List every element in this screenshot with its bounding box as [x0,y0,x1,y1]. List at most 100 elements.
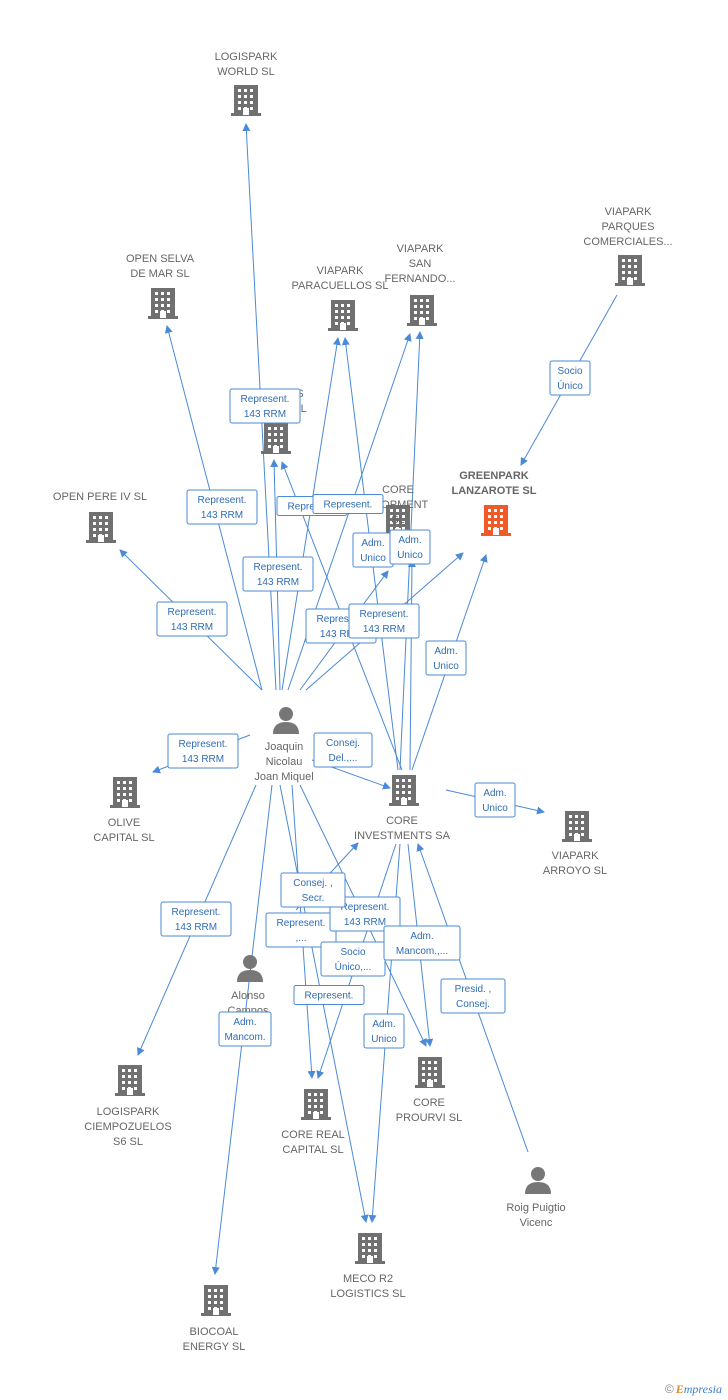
meco-building-icon[interactable] [355,1233,385,1264]
edge-label-text: Consej. , [293,878,332,889]
edge-label-text: 143 RRM [363,624,405,635]
edge-label-text: 143 RRM [320,629,362,640]
joaquin-person-icon[interactable] [273,707,299,734]
edge-label-joaquin-to-logispark_world[interactable]: Represent.143 RRM [229,388,301,424]
edge-label-joaquin-to-open_pere[interactable]: Represent. 143 RRM [156,601,228,637]
logo-text: mpresia [683,1382,722,1396]
edge-label-alonso-to-biocoal[interactable]: Adm. Mancom. [218,1011,272,1047]
node-label-joaquin: Joan Miquel [254,771,313,783]
node-label-greenpark: LANZAROTE SL [452,485,537,497]
edge-label-core_investments-to-viapark_sanfernando[interactable]: Adm.Unico [352,532,394,568]
node-label-core-development: CORE [382,484,414,496]
node-label-viapark-parques: COMERCIALES... [583,236,672,248]
roig-person-icon[interactable] [525,1167,551,1194]
edge-label-joaquin-to-viapark_paracuellos[interactable]: Represent.143 RRM [242,556,314,592]
edge-label-joaquin-to-greenpark[interactable]: Represent. 143 RRM [348,603,420,639]
edge-label-joaquin-to-core_real[interactable]: Represent.,... [265,912,337,948]
alonso-person-icon[interactable] [237,955,263,982]
hidden-s-building-icon[interactable] [261,423,291,454]
core-prourvi-building-icon[interactable] [415,1057,445,1088]
viapark-parques-building-icon[interactable] [615,255,645,286]
node-label-olive: OLIVE [108,817,140,829]
edge-label-text: Unico [360,553,386,564]
node-label-core-investments: CORE [386,815,418,827]
edge-label-joaquin-to-olive[interactable]: Represent.143 RRM [167,733,239,769]
edge-label-roig-to-core_investments[interactable]: Presid. ,Consej. [440,978,506,1014]
node-label-logispark-ciempozuelos: S6 SL [113,1136,143,1148]
edge-label-text: Represent. [324,500,373,511]
edge-label-joaquin-to-meco[interactable]: Represent. [293,985,365,1005]
edge-label-text: Adm. [410,931,433,942]
edge-label-text: Represent. [168,607,217,618]
biocoal-building-icon[interactable] [201,1285,231,1316]
greenpark-building-icon[interactable] [481,505,511,536]
edge-label-text: Represent. [277,918,326,929]
node-label-viapark-arroyo: VIAPARK [552,850,600,862]
node-label-core-development: SL [391,514,404,526]
olive-building-icon[interactable] [110,777,140,808]
edge-label-core_investments-to-core_real[interactable]: SocioÚnico,... [320,941,386,977]
node-label-core-real: CAPITAL SL [282,1144,343,1156]
edge-label-text: Secr. [302,893,325,904]
logispark-world-building-icon[interactable] [231,85,261,116]
edge-label-joaquin-to-viapark_sanfernando[interactable]: Represent. [312,494,384,514]
edge-label-text: Represent. [241,394,290,405]
viapark-paracuellos-building-icon[interactable] [328,300,358,331]
core-investments-building-icon[interactable] [389,775,419,806]
edge-label-core_investments-to-meco[interactable]: Adm. Unico [363,1013,405,1049]
node-label-open-selva: DE MAR SL [130,268,189,280]
node-label-joaquin: Joaquin [265,741,304,753]
edge-label-joaquin-to-open_selva[interactable]: Represent.143 RRM [186,489,258,525]
edge-label-joaquin-to-logispark_ciempozuelos[interactable]: Represent.143 RRM [160,901,232,937]
edge-label-joaquin-to-core_prourvi[interactable]: Represent.143 RRM [329,896,401,932]
edge-label-joaquin-to-core_investments[interactable]: Consej.Del.,... [313,732,373,768]
edge-label-text: Único [557,379,583,392]
edge-label-text: Adm. [483,788,506,799]
core-real-building-icon[interactable] [301,1089,331,1120]
edge-label-alonso-to-core_investments[interactable]: Consej. , Secr. [280,872,346,908]
edge-label-core_investments-to-viapark_arroyo[interactable]: Adm. Unico [474,782,516,818]
edge-label-core_investments-to-core_prourvi[interactable]: Adm. Mancom.,... [383,925,461,961]
node-label-viapark-paracuellos: VIAPARK [317,265,365,277]
edge-label-text: Unico [397,550,423,561]
edge-label-text: Represent. [172,907,221,918]
node-label-alonso: Alonso [231,990,265,1002]
node-label-logispark-ciempozuelos: LOGISPARK [97,1106,160,1118]
edge-label-text: Represent. [179,739,228,750]
edge-label-text: Consej. [326,738,360,749]
node-label-logispark-ciempozuelos: CIEMPOZUELOS [84,1121,171,1133]
viapark-arroyo-building-icon[interactable] [562,811,592,842]
open-pere-building-icon[interactable] [86,512,116,543]
edge-label-text: Represent. [360,609,409,620]
viapark-sanfernando-building-icon[interactable] [407,295,437,326]
node-label-core-prourvi: PROURVI SL [396,1112,462,1124]
edge-label-core_investments-to-greenpark[interactable]: Adm.Unico [425,640,467,676]
logispark-ciempozuelos-building-icon[interactable] [115,1065,145,1096]
node-label-viapark-parques: VIAPARK [605,206,653,218]
edge-label-text: Represent. [254,562,303,573]
node-label-biocoal: ENERGY SL [183,1341,246,1353]
edge-label-text: Mancom.,... [396,946,448,957]
node-label-viapark-sanfernando: SAN [409,258,432,270]
node-label-core-investments: INVESTMENTS SA [354,830,451,842]
empresia-logo: ©Empresia [665,1382,722,1397]
node-label-logispark-world: WORLD SL [217,66,274,78]
copyright-symbol: © [664,1382,674,1396]
edge-core_investments-to-core_development [407,559,416,771]
edge-label-text: 143 RRM [344,917,386,928]
edge-label-text: Adm. [233,1017,256,1028]
edge-label-core_investments-to-core_development[interactable]: Adm.Unico [389,529,431,565]
edge-label-text: 143 RRM [171,622,213,633]
edge-label-text: Unico [371,1034,397,1045]
node-label-viapark-sanfernando: FERNANDO... [385,273,456,285]
edge-label-text: Mancom. [224,1032,265,1043]
open-selva-building-icon[interactable] [148,288,178,319]
edge-label-text: Adm. [372,1019,395,1030]
edge-label-text: Unico [482,803,508,814]
node-label-roig: Vicenc [520,1217,553,1229]
edge-label-text: ,... [295,933,306,944]
